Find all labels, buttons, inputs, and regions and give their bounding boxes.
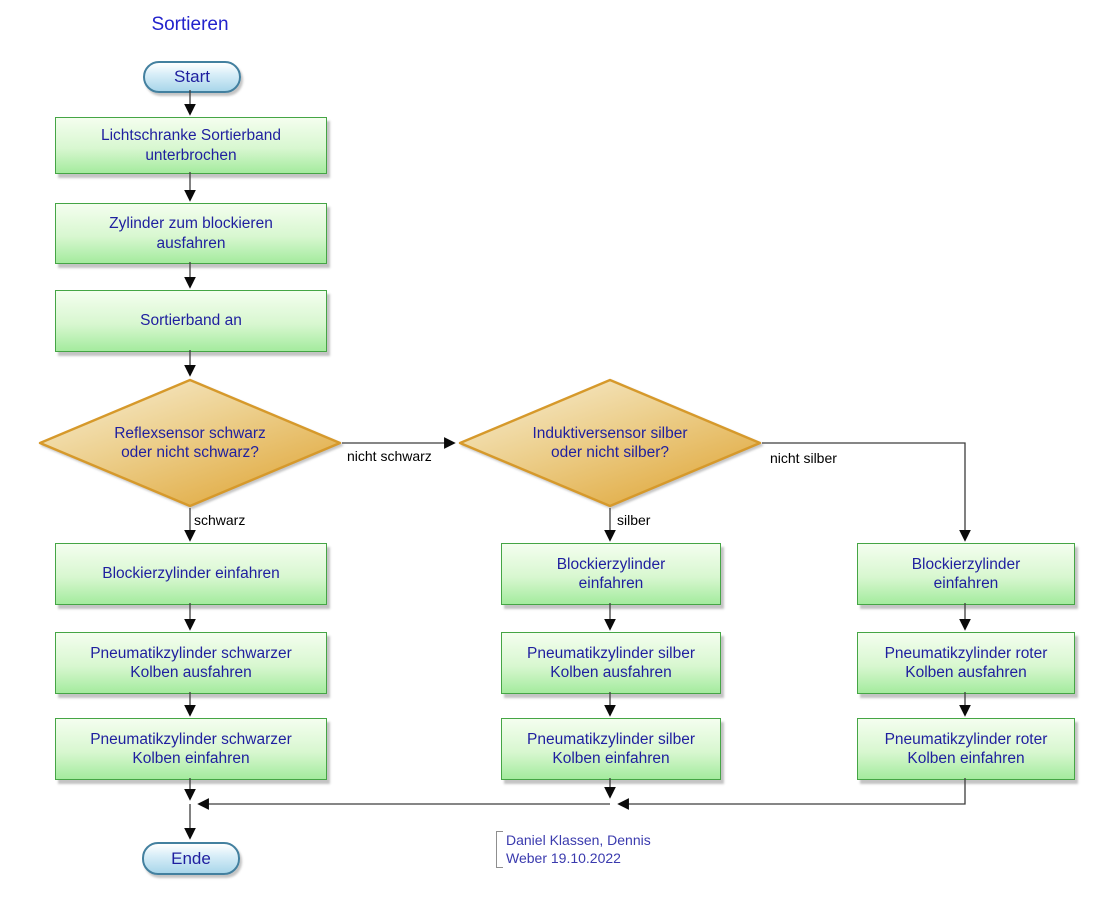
diamond-shape — [38, 378, 342, 508]
end-label: Ende — [171, 848, 211, 868]
process-blockierzylinder-rot: Blockierzylinder einfahren — [857, 543, 1075, 605]
decision-induktivsensor-label: Induktiversensor silber oder nicht silbe… — [532, 424, 688, 461]
edge-label-nicht-silber: nicht silber — [770, 450, 837, 466]
process-roter-kolben-ausfahren: Pneumatikzylinder roter Kolben ausfahren — [857, 632, 1075, 694]
process-zylinder-blockieren: Zylinder zum blockieren ausfahren — [55, 203, 327, 264]
flowchart-title: Sortieren — [151, 14, 229, 35]
process-blockierzylinder-schwarz: Blockierzylinder einfahren — [55, 543, 327, 605]
process-blockierzylinder-silber: Blockierzylinder einfahren — [501, 543, 721, 605]
start-terminal: Start — [143, 61, 241, 93]
process-sortierband-an: Sortierband an — [55, 290, 327, 352]
process-silber-kolben-ausfahren: Pneumatikzylinder silber Kolben ausfahre… — [501, 632, 721, 694]
edge-label-schwarz: schwarz — [194, 512, 246, 528]
process-roter-kolben-einfahren: Pneumatikzylinder roter Kolben einfahren — [857, 718, 1075, 780]
credit-bracket-icon — [496, 831, 503, 868]
end-terminal: Ende — [142, 842, 240, 875]
edge-label-silber: silber — [617, 512, 651, 528]
decision-induktivsensor: Induktiversensor silber oder nicht silbe… — [458, 378, 762, 508]
edge-label-nicht-schwarz: nicht schwarz — [347, 448, 432, 464]
process-lichtschranke: Lichtschranke Sortierband unterbrochen — [55, 117, 327, 174]
process-schwarzer-kolben-ausfahren: Pneumatikzylinder schwarzer Kolben ausfa… — [55, 632, 327, 694]
decision-reflexsensor-label: Reflexsensor schwarz oder nicht schwarz? — [114, 424, 266, 461]
credit-note: Daniel Klassen, Dennis Weber 19.10.2022 — [496, 831, 651, 868]
arrow-c3c-merge-left — [617, 778, 966, 810]
decision-reflexsensor: Reflexsensor schwarz oder nicht schwarz? — [38, 378, 342, 508]
start-label: Start — [174, 67, 210, 87]
diamond-shape — [458, 378, 762, 508]
process-silber-kolben-einfahren: Pneumatikzylinder silber Kolben einfahre… — [501, 718, 721, 780]
credit-text: Daniel Klassen, Dennis Weber 19.10.2022 — [506, 832, 651, 867]
process-schwarzer-kolben-einfahren: Pneumatikzylinder schwarzer Kolben einfa… — [55, 718, 327, 780]
